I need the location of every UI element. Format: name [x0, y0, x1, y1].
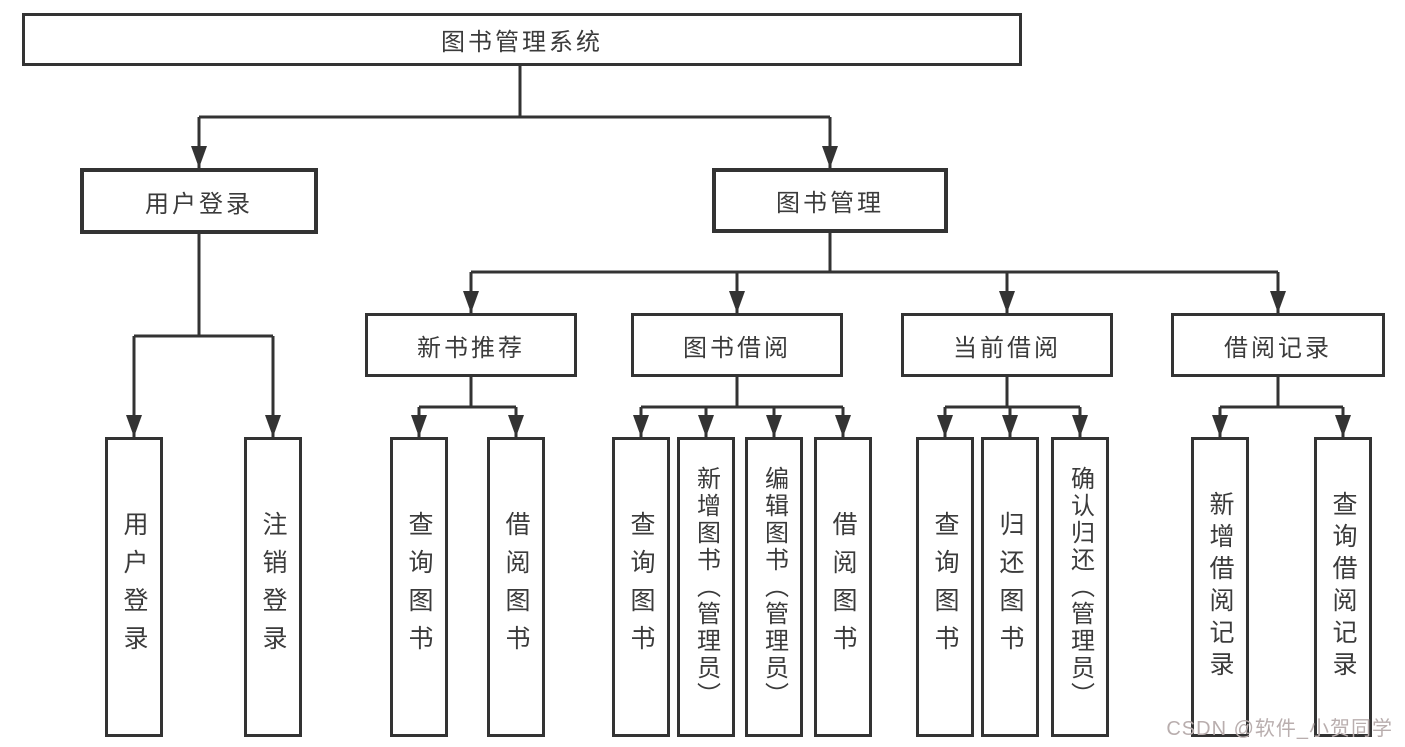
leaf-edit-books-admin: 编辑图书（管理员）: [745, 437, 803, 737]
node-book-borrowing: 图书借阅: [631, 313, 843, 377]
leaf-query-borrow-record: 查询借阅记录: [1314, 437, 1372, 737]
node-current-borrowing: 当前借阅: [901, 313, 1113, 377]
leaf-query-books-current: 查询图书: [916, 437, 974, 737]
leaf-add-borrow-record: 新增借阅记录: [1191, 437, 1249, 737]
leaf-logout: 注销登录: [244, 437, 302, 737]
node-user-login: 用户登录: [80, 168, 318, 234]
leaf-user-login: 用户登录: [105, 437, 163, 737]
leaf-query-books-borrowing: 查询图书: [612, 437, 670, 737]
leaf-confirm-return-admin: 确认归还（管理员）: [1051, 437, 1109, 737]
leaf-return-books: 归还图书: [981, 437, 1039, 737]
leaf-user-login-label: 用户登录: [120, 511, 148, 663]
leaf-query-books-recommend: 查询图书: [390, 437, 448, 737]
leaf-edit-books-admin-label: 编辑图书（管理员）: [760, 465, 788, 709]
leaf-query-borrow-record-label: 查询借阅记录: [1329, 491, 1357, 683]
leaf-query-books-recommend-label: 查询图书: [405, 511, 433, 663]
node-book-management: 图书管理: [712, 168, 948, 233]
leaf-query-books-current-label: 查询图书: [931, 511, 959, 663]
leaf-borrow-books-recommend-label: 借阅图书: [502, 511, 530, 663]
leaf-add-books-admin-label: 新增图书（管理员）: [692, 465, 720, 709]
leaf-query-books-borrowing-label: 查询图书: [627, 511, 655, 663]
leaf-borrow-books-borrowing: 借阅图书: [814, 437, 872, 737]
leaf-borrow-books-borrowing-label: 借阅图书: [829, 511, 857, 663]
leaf-logout-label: 注销登录: [259, 511, 287, 663]
leaf-add-books-admin: 新增图书（管理员）: [677, 437, 735, 737]
leaf-borrow-books-recommend: 借阅图书: [487, 437, 545, 737]
leaf-add-borrow-record-label: 新增借阅记录: [1206, 491, 1234, 683]
node-library-management-system: 图书管理系统: [22, 13, 1022, 66]
leaf-confirm-return-admin-label: 确认归还（管理员）: [1066, 465, 1094, 709]
node-new-book-recommendation: 新书推荐: [365, 313, 577, 377]
node-borrowing-records: 借阅记录: [1171, 313, 1385, 377]
csdn-watermark: CSDN @软件_小贺同学: [1166, 718, 1393, 740]
leaf-return-books-label: 归还图书: [996, 511, 1024, 663]
